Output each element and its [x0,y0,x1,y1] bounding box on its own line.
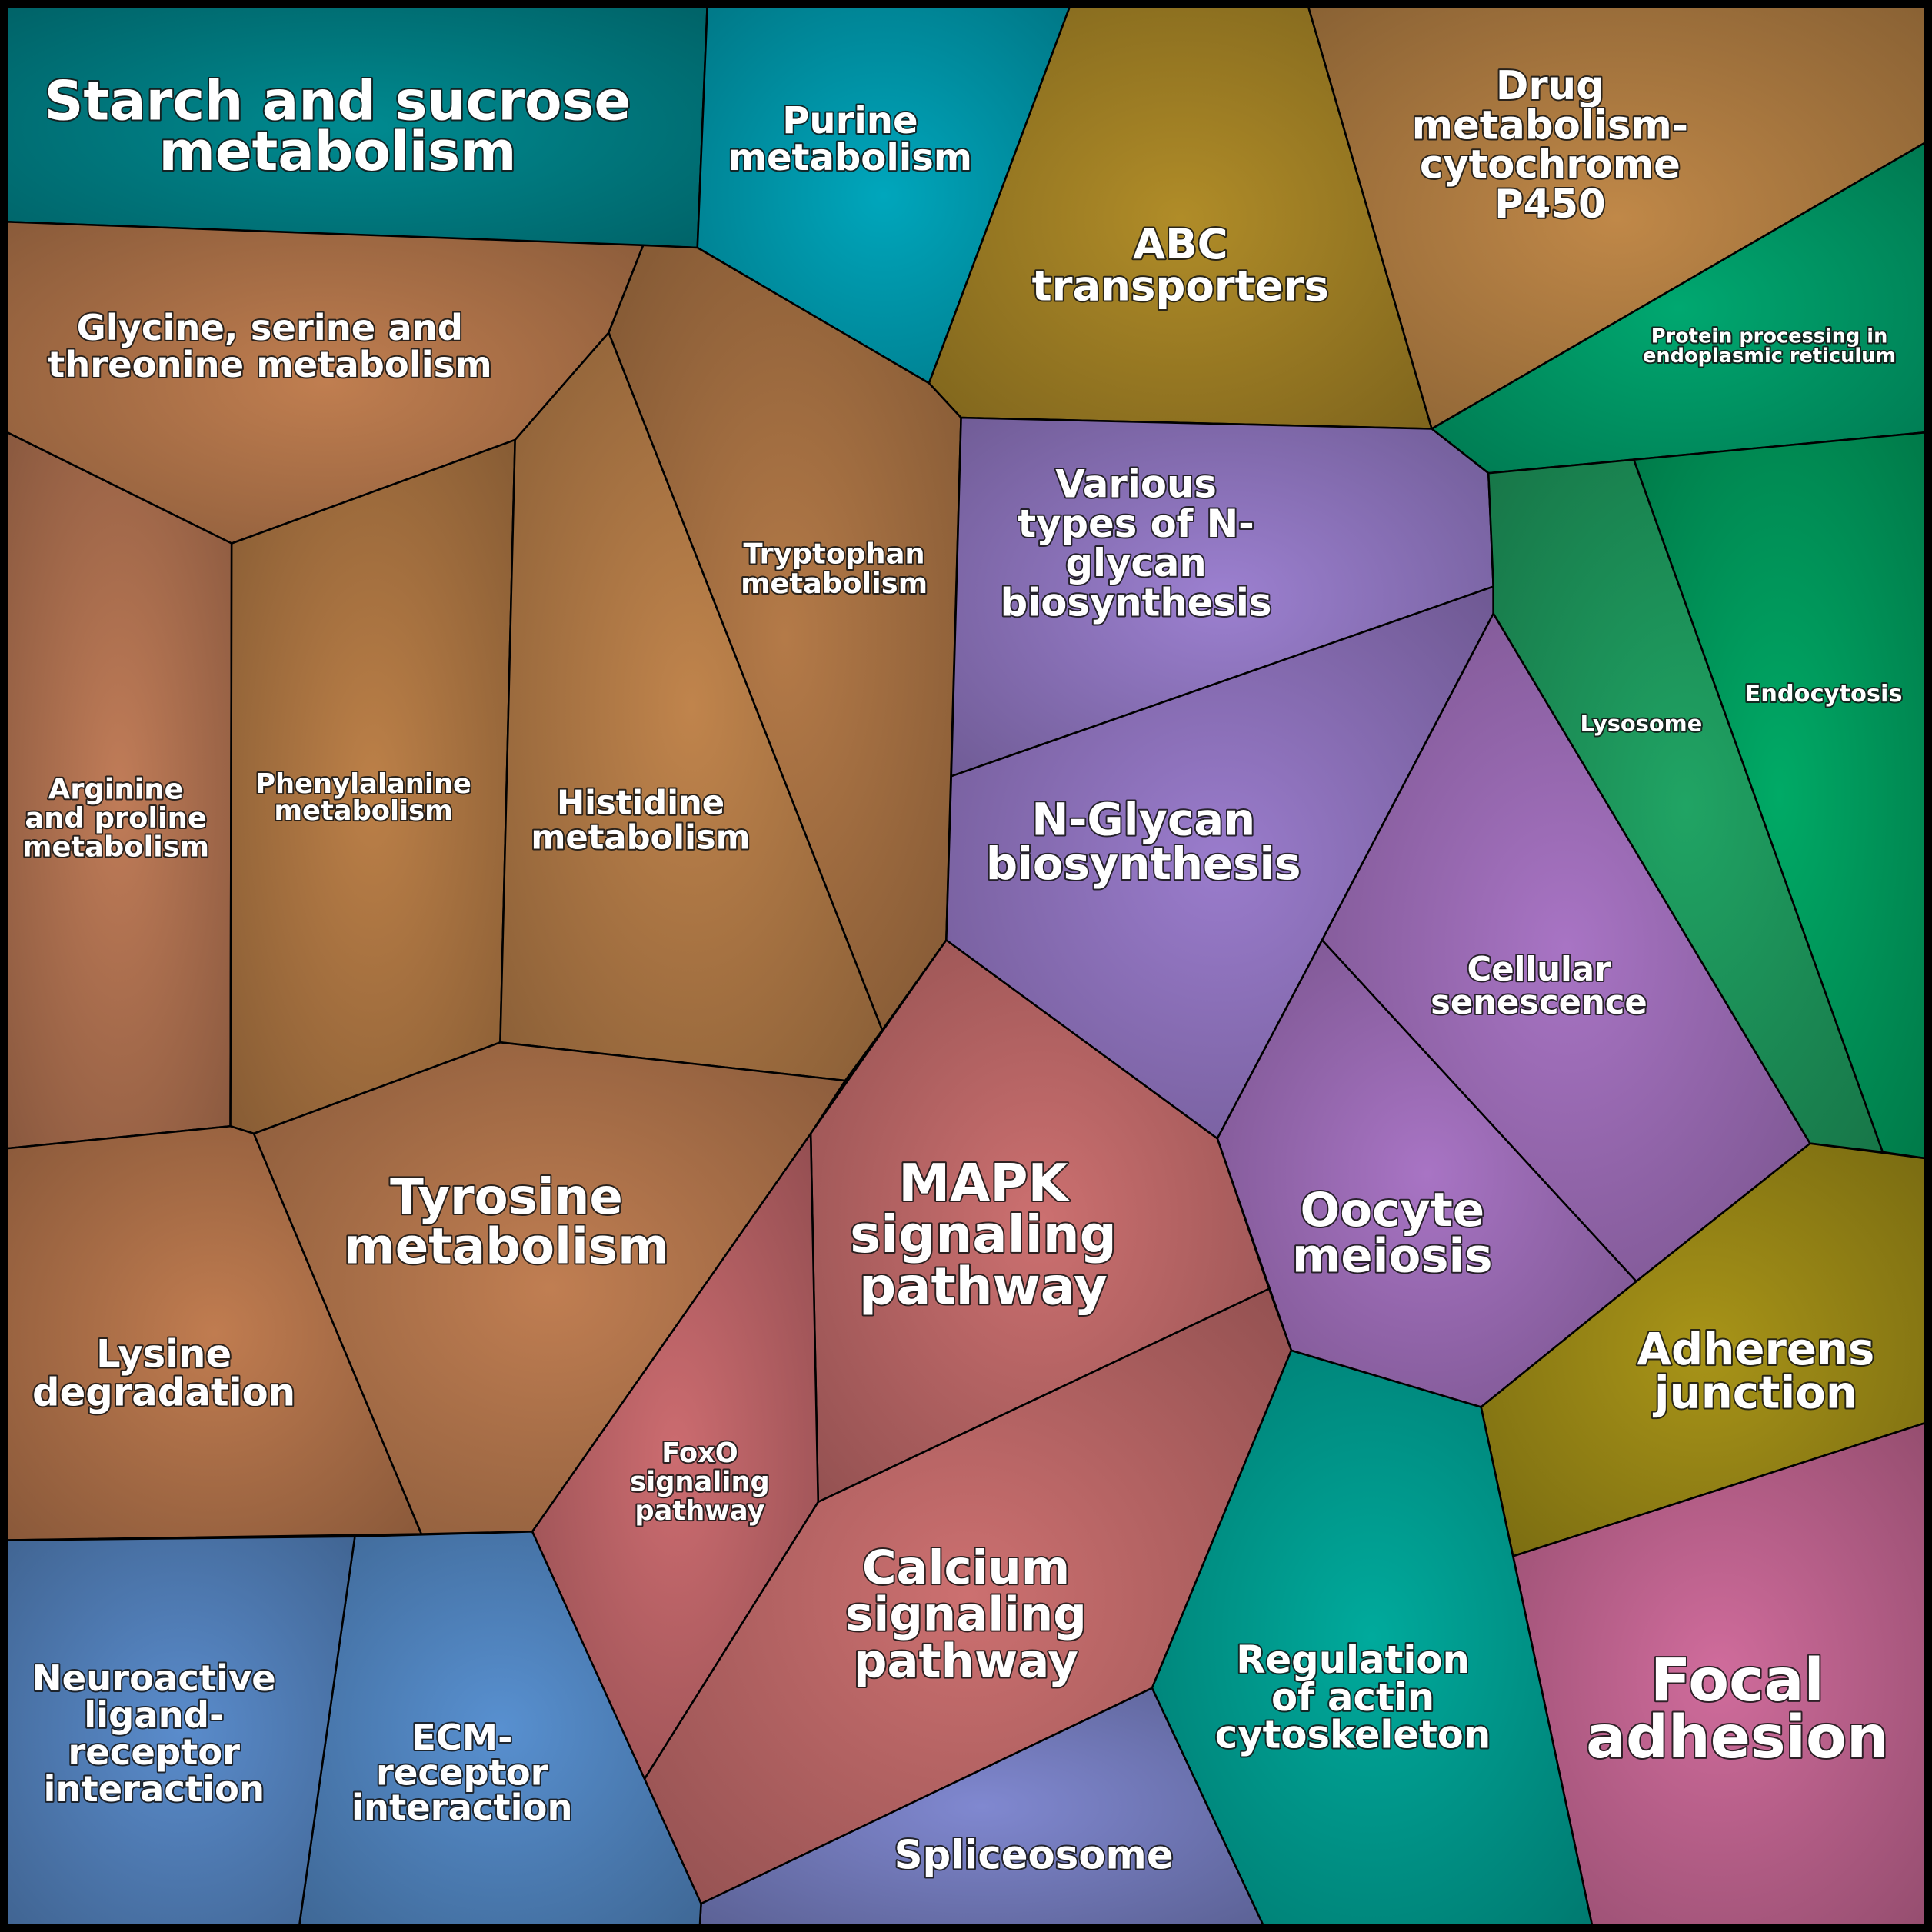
label-line: threonine metabolism [48,344,492,385]
label-line: Tryptophan [743,537,924,570]
label-line: and proline [25,801,207,834]
label-line: ABC [1133,219,1228,268]
label-line: receptor [68,1731,240,1773]
label-line: pathway [635,1495,764,1527]
label-line: metabolism [741,566,928,599]
label-line: degradation [32,1370,295,1414]
label-endocytosis: Endocytosis [1744,680,1902,707]
label-line: Cellular [1467,951,1612,989]
label-line: ECM- [411,1717,512,1758]
label-line: interaction [351,1787,573,1828]
label-line: Protein processing in [1651,325,1888,348]
label-line: biosynthesis [986,838,1301,890]
label-line: types of N- [1018,501,1254,546]
label-line: Neuroactive [32,1657,276,1699]
label-line: Purine [782,99,918,142]
label-line: adhesion [1586,1703,1888,1771]
label-line: metabolism [728,136,972,179]
label-line: Calcium [862,1540,1070,1594]
label-line: Glycine, serine and [77,307,463,348]
label-line: Adherens [1637,1323,1874,1375]
label-line: N-Glycan [1031,793,1255,845]
label-line: Spliceosome [894,1833,1174,1879]
label-line: Various [1055,462,1217,507]
label-line: Phenylalanine [255,768,471,799]
label-line: cytochrome [1420,142,1681,188]
label-line: transporters [1032,261,1329,311]
label-line: signaling [630,1466,770,1497]
label-line: Oocyte [1300,1183,1484,1237]
label-line: ligand- [84,1694,224,1736]
label-line: Tyrosine [390,1169,623,1226]
label-line: metabolism [158,120,516,183]
label-line: Drug [1496,63,1604,109]
label-line: Lysine [96,1332,232,1377]
label-line: biosynthesis [1001,580,1272,625]
label-line: signaling [850,1204,1117,1264]
label-line: Lysosome [1581,710,1703,736]
label-lysosome: Lysosome [1581,710,1703,736]
label-line: signaling [845,1587,1087,1641]
label-line: endoplasmic reticulum [1643,345,1896,368]
label-line: receptor [376,1752,548,1794]
label-line: Focal [1651,1647,1824,1715]
cell-histidine-metabolism[interactable] [499,331,884,1082]
label-line: metabolism [22,830,209,863]
label-line: Histidine [557,784,724,823]
cell-neuroactive-ligand-receptor-interaction[interactable] [6,1535,356,1926]
label-line: MAPK [898,1153,1070,1213]
cell-regulation-of-actin-cytoskeleton[interactable] [1151,1349,1594,1926]
label-line: senescence [1431,984,1647,1022]
label-line: FoxO [661,1437,738,1468]
label-line: Starch and sucrose [45,69,631,132]
label-line: metabolism [274,795,453,827]
label-line: cytoskeleton [1215,1713,1491,1757]
label-line: P450 [1494,182,1606,228]
label-line: pathway [854,1634,1078,1688]
label-line: metabolism- [1412,102,1688,148]
label-line: metabolism [344,1218,669,1275]
label-line: metabolism [531,818,750,857]
label-spliceosome: Spliceosome [894,1833,1174,1879]
label-line: interaction [43,1768,265,1810]
label-line: junction [1653,1366,1857,1418]
label-line: of actin [1271,1675,1434,1720]
label-line: Endocytosis [1744,680,1902,707]
label-line: Regulation [1236,1637,1470,1682]
label-line: Arginine [48,772,184,805]
label-line: glycan [1065,541,1206,585]
label-line: meiosis [1292,1228,1493,1283]
label-line: pathway [859,1257,1108,1317]
